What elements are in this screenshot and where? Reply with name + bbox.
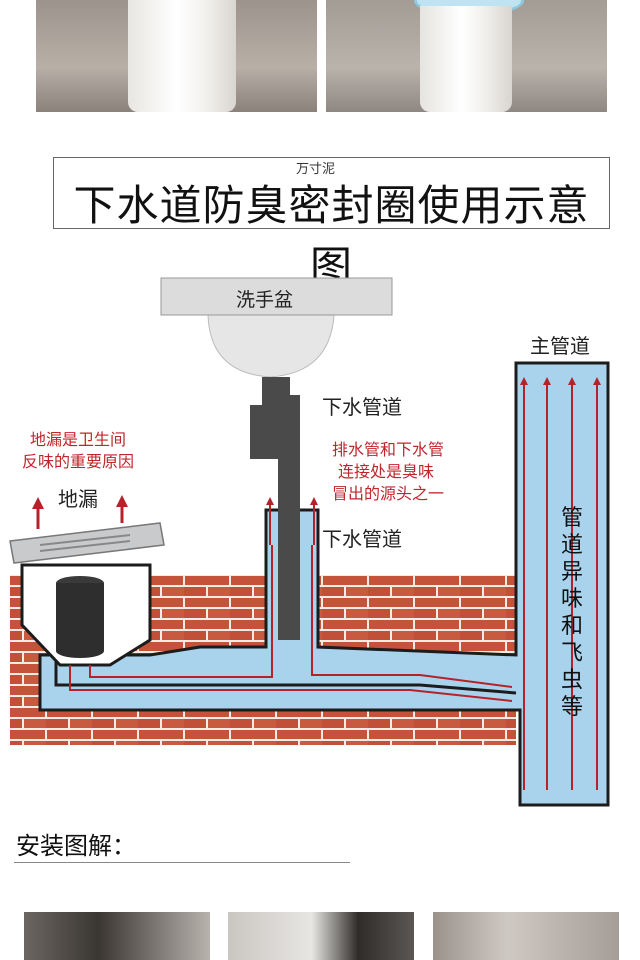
vertical-note-char: 和 [561,614,583,639]
install-photo-2 [228,912,414,960]
heading-divider [14,862,350,863]
install-photo-3 [433,912,619,960]
note-left-line-1: 地漏是卫生间 [30,430,126,449]
title-box: 下水道防臭密封圈使用示意图 [53,157,610,291]
vertical-note-char: 等 [561,695,583,720]
flow-line-2 [89,545,273,678]
water-channel [38,361,610,807]
white-pipe-image [128,0,236,112]
vertical-note-char: 飞 [561,641,583,666]
drain-diagram: 洗手盆 主管道 下水管道 下水管道 地漏 地漏是卫生间 反味的重要原因 排水管和… [9,277,610,807]
basin-bowl [207,314,335,378]
note-center-line-2: 连接处是臭味 [338,462,434,481]
flow-line-1 [69,665,513,702]
product-photo-left [36,0,317,112]
page-title: 下水道防臭密封圈使用示意图 [73,181,590,291]
vertical-note-char: 管 [561,506,583,531]
drain-core [56,583,104,651]
basin-top [160,277,393,316]
main-pipe-label: 主管道 [530,334,590,358]
wash-basin [160,277,393,378]
install-photo-1 [24,912,210,960]
basin-drain-pipe [250,377,300,640]
note-left-line-2: 反味的重要原因 [22,452,134,471]
note-center-line-3: 冒出的源头之一 [332,484,444,503]
floor-drain [9,522,165,667]
floor-drain-label: 地漏 [58,487,98,511]
vertical-note-char: 异 [561,560,583,585]
install-heading: 安装图解： [16,832,136,860]
flow-line-3 [311,545,513,688]
watermark-text: 万寸泥 [296,162,336,177]
drain-grate [9,522,165,564]
drain-pipe-label-lower: 下水管道 [322,527,402,551]
vertical-note-char: 道 [561,533,583,558]
product-photo-right [326,0,607,112]
basin-label: 洗手盆 [236,289,293,311]
white-pipe-image [420,6,512,112]
vertical-note: 管 道 异 味 和 飞 虫 等 [561,506,583,720]
vertical-note-char: 虫 [561,668,583,693]
drain-pipe-label-upper: 下水管道 [322,395,402,419]
odor-arrows [32,377,601,790]
vertical-note-char: 味 [561,587,583,612]
note-center-line-1: 排水管和下水管 [332,440,444,459]
